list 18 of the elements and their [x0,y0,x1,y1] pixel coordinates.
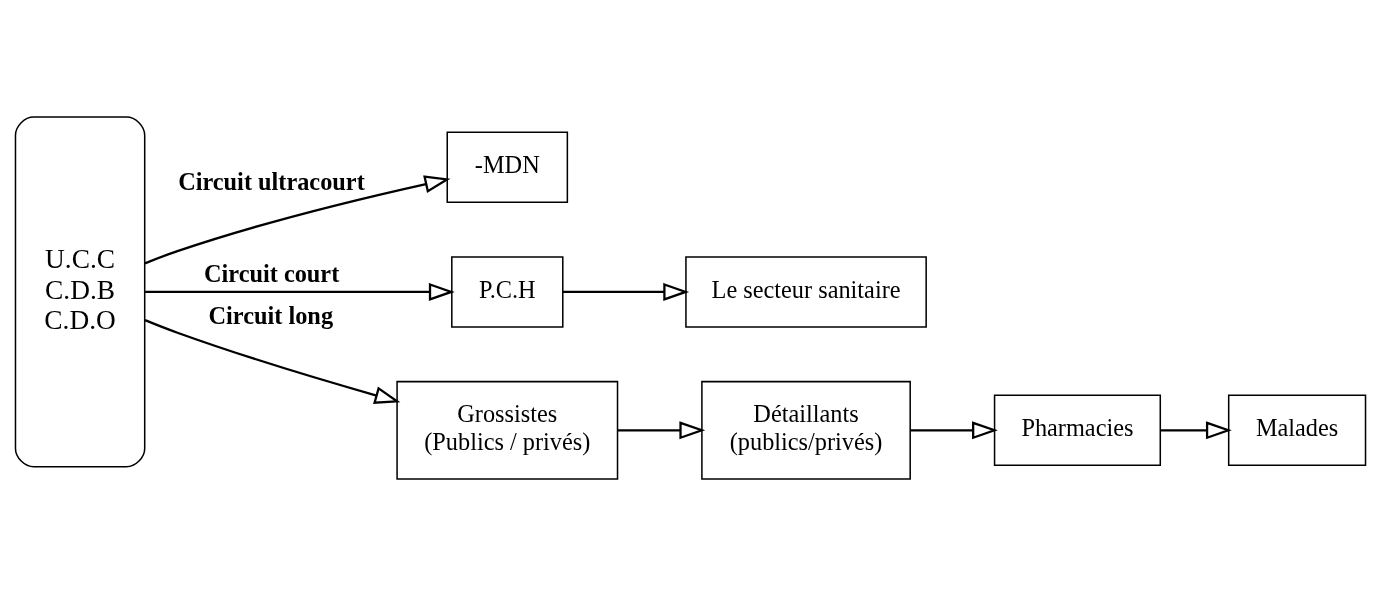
edge-label: Circuit long [208,301,334,329]
arrow [145,282,455,301]
arrow [1160,421,1232,440]
arrow [144,175,451,265]
node-box: Le secteur sanitaire [685,256,927,328]
arrow [144,319,401,404]
node-box: P.C.H [451,256,564,328]
node-box: Malades [1227,394,1367,466]
arrow [910,421,998,440]
node-box: Détaillants (publics/privés) [701,380,911,480]
edge-label: Circuit court [204,260,340,288]
node-box: Pharmacies [993,394,1162,466]
node-box: Grossistes (Publics / privés) [396,380,619,480]
arrow [617,421,706,440]
edge-label: Circuit ultracourt [178,167,365,195]
node-box: U.C.C C.D.B C.D.O [14,116,146,468]
node-box: -MDN [446,131,569,203]
arrow [563,282,690,301]
